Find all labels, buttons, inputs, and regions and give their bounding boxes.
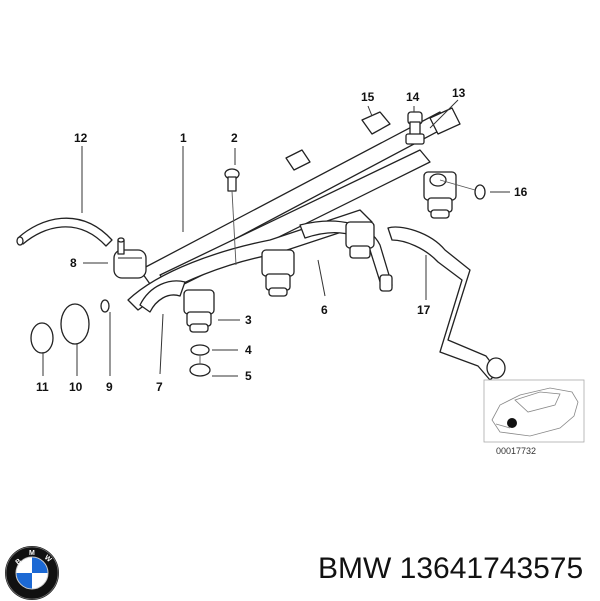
inset-reference-number: 00017732 (496, 446, 536, 456)
callout-2: 2 (231, 131, 238, 145)
car-location-icon (491, 387, 579, 437)
callout-16: 16 (514, 185, 528, 199)
clip-15[interactable] (285, 111, 391, 171)
callout-13: 13 (452, 86, 466, 100)
callout-11: 11 (36, 380, 49, 394)
part-number-text: BMW 13641743575 (318, 552, 584, 585)
o-ring-11[interactable] (30, 322, 54, 354)
injector-6[interactable] (261, 249, 295, 297)
callout-6: 6 (321, 303, 328, 317)
injector-3[interactable] (183, 289, 215, 333)
svg-text:W: W (43, 554, 53, 564)
callout-4: 4 (245, 343, 252, 357)
o-ring-5[interactable] (189, 363, 211, 377)
bmw-logo: B M W (5, 546, 59, 600)
callout-labels: 12 1 2 15 14 13 16 8 3 4 5 6 17 7 9 10 1… (36, 86, 528, 394)
seal-ring-9[interactable] (100, 299, 110, 313)
injector-middle[interactable] (345, 221, 375, 259)
leader-lines (42, 99, 510, 377)
rail-end-13[interactable] (429, 107, 461, 135)
callout-10: 10 (69, 380, 83, 394)
test-valve-14[interactable] (405, 111, 425, 145)
bolt-2[interactable] (224, 168, 240, 266)
svg-text:M: M (29, 550, 35, 557)
injector-right[interactable] (423, 171, 457, 219)
o-ring-16[interactable] (474, 184, 486, 200)
vacuum-hose-12[interactable] (16, 217, 113, 247)
car-location-inset: 00017732 (483, 379, 585, 456)
callout-8: 8 (70, 256, 77, 270)
callout-5: 5 (245, 369, 252, 383)
fuel-hose-17[interactable] (387, 226, 506, 381)
callout-17: 17 (417, 303, 431, 317)
svg-text:B: B (15, 558, 23, 567)
o-ring-4[interactable] (190, 344, 210, 356)
pressure-regulator-8[interactable] (113, 237, 147, 279)
callout-3: 3 (245, 313, 252, 327)
callout-1: 1 (180, 131, 187, 145)
o-ring-10[interactable] (60, 303, 90, 345)
callout-7: 7 (156, 380, 163, 394)
callout-14: 14 (406, 90, 420, 104)
callout-15: 15 (361, 90, 375, 104)
callout-9: 9 (106, 380, 113, 394)
callout-12: 12 (74, 131, 88, 145)
